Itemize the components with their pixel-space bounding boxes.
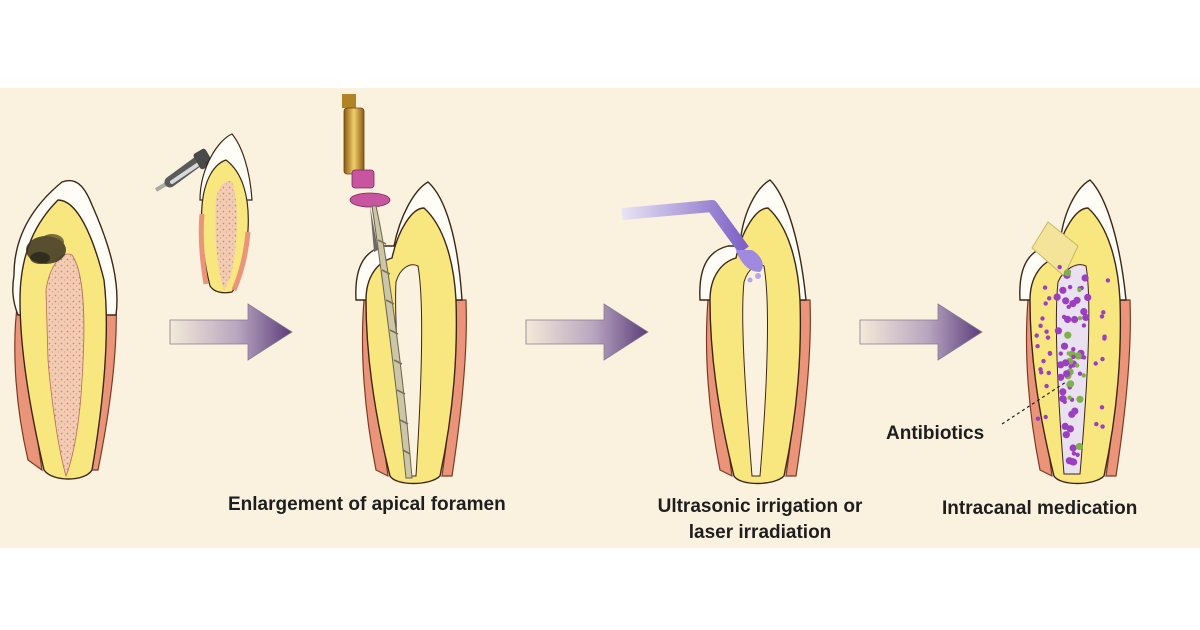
caption-irrigation-line1: Ultrasonic irrigation or <box>657 496 863 517</box>
antibiotic-dot <box>1100 424 1105 429</box>
antibiotic-dot <box>1075 452 1080 457</box>
antibiotic-dot <box>1069 444 1077 452</box>
antibiotic-dot <box>1064 315 1072 323</box>
antibiotic-dot <box>1093 361 1098 366</box>
antibiotics-leader-line <box>1001 381 1067 425</box>
antibiotic-dot <box>1071 315 1079 324</box>
antibiotic-dot <box>1101 310 1106 315</box>
antibiotic-dot <box>1077 287 1082 293</box>
antibiotic-dot <box>1062 297 1070 305</box>
antibiotic-dot <box>1076 395 1084 403</box>
antibiotic-dot <box>1057 373 1065 381</box>
antibiotic-dot <box>1066 304 1071 309</box>
antibiotic-dot <box>1041 358 1046 364</box>
antibiotic-dot <box>1080 308 1088 316</box>
label-antibiotics: Antibiotics <box>886 423 985 444</box>
antibiotic-dot <box>1077 316 1083 321</box>
caption-medication: Intracanal medication <box>942 498 1138 519</box>
antibiotic-dot <box>1044 329 1049 334</box>
antibiotic-dot <box>1062 396 1067 402</box>
antibiotic-dot <box>1081 274 1089 282</box>
antibiotic-dot <box>1062 431 1070 439</box>
antibiotic-dot <box>1053 293 1061 301</box>
antibiotic-dot <box>1042 285 1048 290</box>
antibiotic-dot <box>1066 425 1074 433</box>
antibiotic-dot <box>1062 359 1070 367</box>
antibiotic-dot <box>1073 296 1081 304</box>
caption-enlargement: Enlargement of apical foramen <box>228 494 506 515</box>
antibiotic-dot <box>1067 395 1072 400</box>
antibiotic-dot <box>1067 380 1075 388</box>
antibiotic-dot <box>1082 313 1090 322</box>
antibiotic-dot <box>1044 383 1049 389</box>
endodontic-file-icon <box>342 94 413 479</box>
antibiotic-dot <box>1038 367 1043 372</box>
antibiotic-dot <box>1047 350 1053 356</box>
antibiotic-dot <box>1075 442 1083 451</box>
antibiotic-dot <box>1071 347 1076 352</box>
antibiotic-dot <box>1074 363 1080 368</box>
tooth-medication-icon <box>1019 179 1131 485</box>
antibiotic-dot <box>1063 370 1071 378</box>
antibiotic-dot <box>1071 354 1076 360</box>
antibiotic-dot <box>1068 364 1073 369</box>
antibiotic-dot <box>1063 269 1071 277</box>
antibiotic-dot <box>1081 373 1087 378</box>
tooth-irrigation-icon <box>699 179 811 485</box>
antibiotic-dot <box>1099 314 1105 319</box>
antibiotic-dot <box>1038 323 1043 328</box>
antibiotic-dot <box>1054 327 1062 335</box>
antibiotic-dot <box>1060 342 1069 350</box>
caption-irrigation-line2: laser irradiation <box>688 522 832 543</box>
antibiotic-dot <box>1066 351 1072 356</box>
caption-irrigation: Ultrasonic irrigation or laser irradiati… <box>600 494 920 546</box>
antibiotic-dot <box>1040 316 1045 321</box>
antibiotic-dot <box>1074 352 1082 360</box>
antibiotic-dot <box>1105 278 1111 283</box>
antibiotic-dot <box>1064 331 1072 339</box>
antibiotic-dot <box>1057 264 1062 270</box>
antibiotic-dot <box>1094 421 1099 427</box>
antibiotic-dot <box>1045 335 1051 340</box>
antibiotic-dot <box>1081 355 1087 360</box>
antibiotic-dot <box>1034 333 1039 338</box>
antibiotic-dot <box>1100 356 1105 362</box>
irrigation-tip-icon <box>621 200 763 283</box>
antibiotic-particles <box>1034 264 1111 466</box>
tooth-carious-icon <box>12 179 118 480</box>
process-arrow-icon <box>525 303 649 361</box>
antibiotic-dot <box>1071 451 1077 456</box>
antibiotic-dot <box>1035 344 1040 349</box>
antibiotic-dot <box>1070 458 1078 466</box>
antibiotic-dot <box>1102 334 1107 339</box>
antibiotic-dot <box>1067 284 1073 290</box>
antibiotic-dot <box>1043 414 1048 420</box>
antibiotic-dot <box>1084 293 1092 301</box>
antibiotic-dot <box>1077 371 1083 376</box>
antibiotic-dot <box>1059 286 1067 294</box>
antibiotic-dot <box>1099 405 1105 410</box>
tooth-access-cavity-icon <box>198 133 253 294</box>
antibiotic-dot <box>1068 410 1076 418</box>
antibiotic-dot <box>1046 370 1052 376</box>
antibiotic-dot <box>1058 351 1064 356</box>
antibiotic-dot <box>1047 296 1052 301</box>
caries-lesion <box>26 234 66 264</box>
antibiotic-dot <box>1081 323 1087 328</box>
antibiotic-dot <box>1043 301 1048 306</box>
antibiotic-dot <box>1059 388 1067 396</box>
process-arrow-icon <box>169 303 293 361</box>
process-arrow-icon <box>859 303 983 361</box>
temporary-filling-icon <box>1031 221 1079 277</box>
antibiotic-dot <box>1035 416 1041 421</box>
